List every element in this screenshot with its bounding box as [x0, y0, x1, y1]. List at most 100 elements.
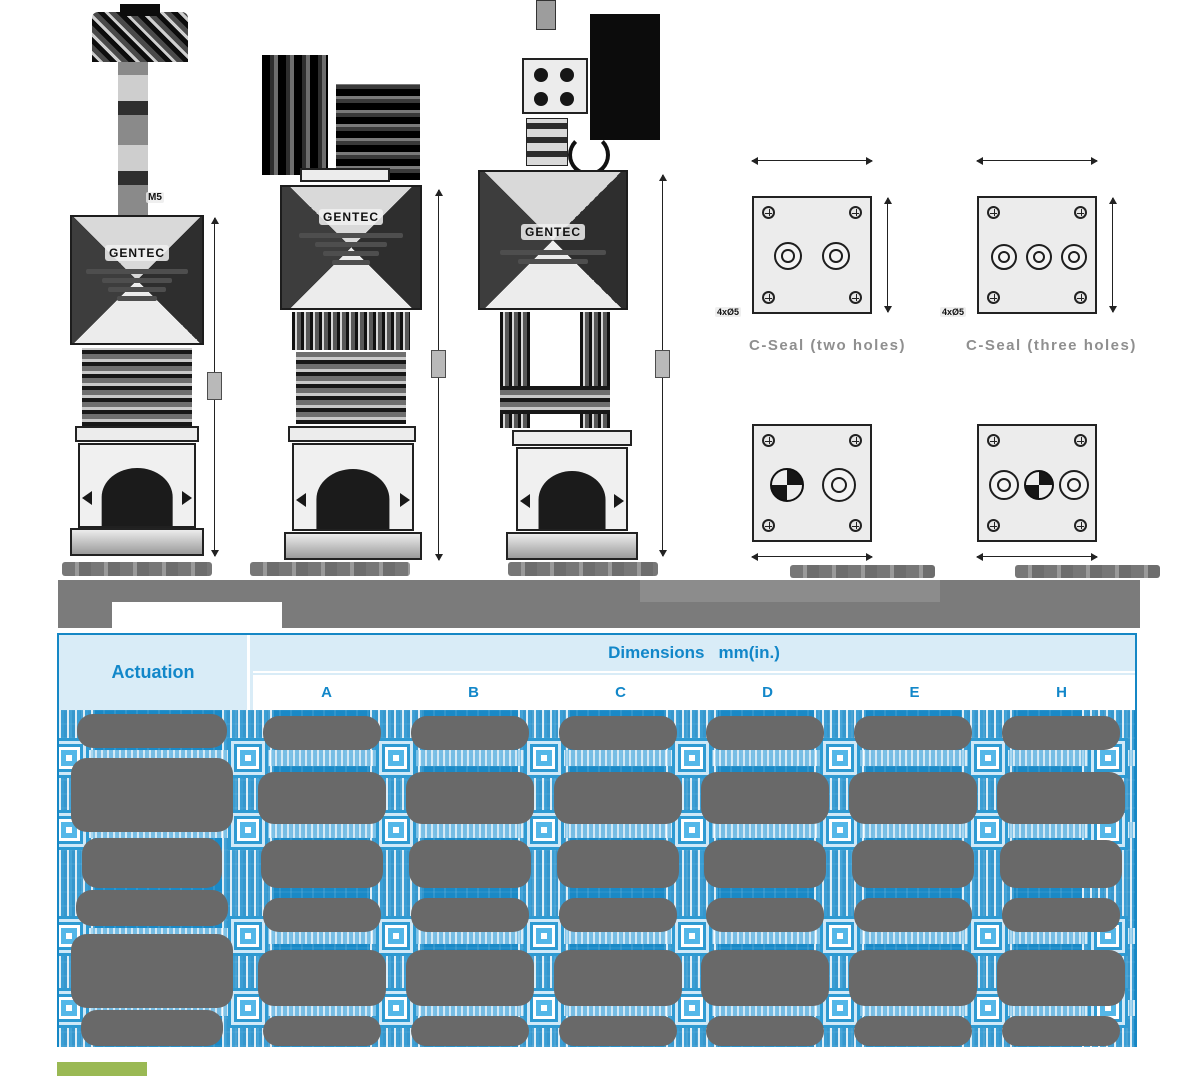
port-hole: [560, 68, 574, 82]
screw-hole: [849, 434, 862, 447]
screw-hole: [849, 206, 862, 219]
garbled-value-cell: [706, 898, 824, 932]
garbled-actuation-cell: [71, 758, 233, 832]
port-hole: [560, 92, 574, 106]
garbled-value-cell: [411, 898, 529, 932]
garbled-value-cell: [849, 772, 977, 824]
glitch-square-motif: [237, 819, 259, 841]
top-view-body: [752, 196, 872, 314]
garbled-value-cell: [411, 1016, 529, 1046]
column-header-row: A B C D E H: [253, 675, 1135, 710]
screw-hole: [762, 519, 775, 532]
drawing-cseal-three-holes: 4xØ5 C-Seal (three holes): [940, 145, 1160, 580]
garbled-value-cell: [704, 840, 826, 888]
dimension-label-box: [655, 350, 670, 378]
garbled-value-cell: [263, 1016, 381, 1046]
glitch-square-motif: [237, 747, 259, 769]
column-header-c: C: [615, 684, 626, 701]
garbled-caption: [62, 562, 212, 576]
valve-collar: [75, 426, 199, 442]
table-body-glitch: [59, 710, 1135, 1047]
brand-label: GENTEC: [318, 209, 384, 225]
valve-body: GENTEC: [70, 215, 204, 345]
seal-port: [774, 242, 802, 270]
garbled-value-cell: [701, 950, 829, 1006]
garbled-value-cell: [263, 898, 381, 932]
drawing-pneumatic-valve: GENTEC: [240, 50, 460, 580]
column-header-h: H: [1056, 684, 1067, 701]
side-dimension-line: [884, 197, 892, 313]
garbled-value-cell: [557, 840, 679, 888]
garbled-value-cell: [854, 1016, 972, 1046]
thread-label: M5: [146, 192, 164, 203]
garbled-value-cell: [1002, 1016, 1120, 1046]
garbled-value-cell: [261, 840, 383, 888]
garbled-value-cell: [554, 950, 682, 1006]
view-caption: C-Seal (two holes): [749, 337, 907, 354]
valve-bonnet: [296, 352, 406, 424]
garbled-value-cell: [852, 840, 974, 888]
screw-hole: [1074, 434, 1087, 447]
glitch-square-motif: [385, 747, 407, 769]
valve-flange: [284, 532, 422, 560]
garbled-value-cell: [1000, 840, 1122, 888]
glitch-square-motif: [829, 747, 851, 769]
glitch-stripe-band: [59, 750, 1135, 766]
valve-neck: [292, 312, 410, 350]
glitch-square-motif: [829, 925, 851, 947]
garbled-actuation-cell: [82, 838, 222, 888]
drawing-solenoid-valve: GENTEC: [440, 0, 685, 580]
garbled-value-cell: [706, 1016, 824, 1046]
glitch-notch: [112, 602, 282, 628]
top-view-body: [977, 196, 1097, 314]
fitting-stem: [536, 0, 556, 30]
glitch-square-motif: [533, 997, 555, 1019]
glitch-block: [336, 84, 420, 180]
garbled-caption: [1015, 565, 1160, 578]
dimension-label-box: [431, 350, 446, 378]
port-hole: [534, 68, 548, 82]
valve-body: GENTEC: [478, 170, 628, 310]
glitch-square-motif: [829, 997, 851, 1019]
glitch-block: [640, 580, 940, 602]
garbled-value-cell: [554, 772, 682, 824]
garbled-caption: [250, 562, 410, 576]
glitch-square-motif: [681, 925, 703, 947]
width-dimension-line: [976, 553, 1098, 561]
flow-arrow-icon: [400, 493, 410, 508]
garbled-actuation-cell: [77, 714, 227, 748]
flow-arrow-icon: [520, 494, 530, 509]
garbled-spec-line: [86, 269, 188, 274]
garbled-spec-line: [323, 251, 379, 256]
dimensions-title: Dimensions: [608, 643, 705, 662]
garbled-spec-line: [315, 242, 387, 247]
column-header-d: D: [762, 684, 773, 701]
width-dimension-line: [751, 553, 873, 561]
garbled-value-cell: [559, 716, 677, 750]
glitch-square-motif: [1097, 747, 1119, 769]
garbled-value-cell: [706, 716, 824, 750]
column-header-a: A: [321, 684, 332, 701]
port-hole: [534, 92, 548, 106]
glitch-square-motif: [681, 819, 703, 841]
garbled-value-cell: [997, 950, 1125, 1006]
drawing-manual-valve: M5 GENTEC: [60, 0, 240, 580]
flow-arrow-icon: [614, 494, 624, 509]
port-block: [522, 58, 588, 114]
glitch-square-motif: [977, 819, 999, 841]
flow-arrow-icon: [82, 490, 92, 505]
dimensions-table: Actuation Dimensions mm(in.) A B C D E H: [57, 633, 1137, 1047]
glitch-square-motif: [237, 925, 259, 947]
garbled-spec-line: [332, 260, 370, 265]
garbled-value-cell: [849, 950, 977, 1006]
glitch-square-motif: [237, 997, 259, 1019]
glitch-square-motif: [681, 997, 703, 1019]
holes-label: 4xØ5: [715, 307, 742, 317]
garbled-spec-line: [102, 278, 172, 283]
flow-arrow-icon: [296, 493, 306, 508]
glitch-block: [590, 14, 660, 140]
valve-flange: [70, 528, 204, 556]
garbled-spec-line: [117, 296, 157, 301]
valve-collar: [288, 426, 416, 442]
